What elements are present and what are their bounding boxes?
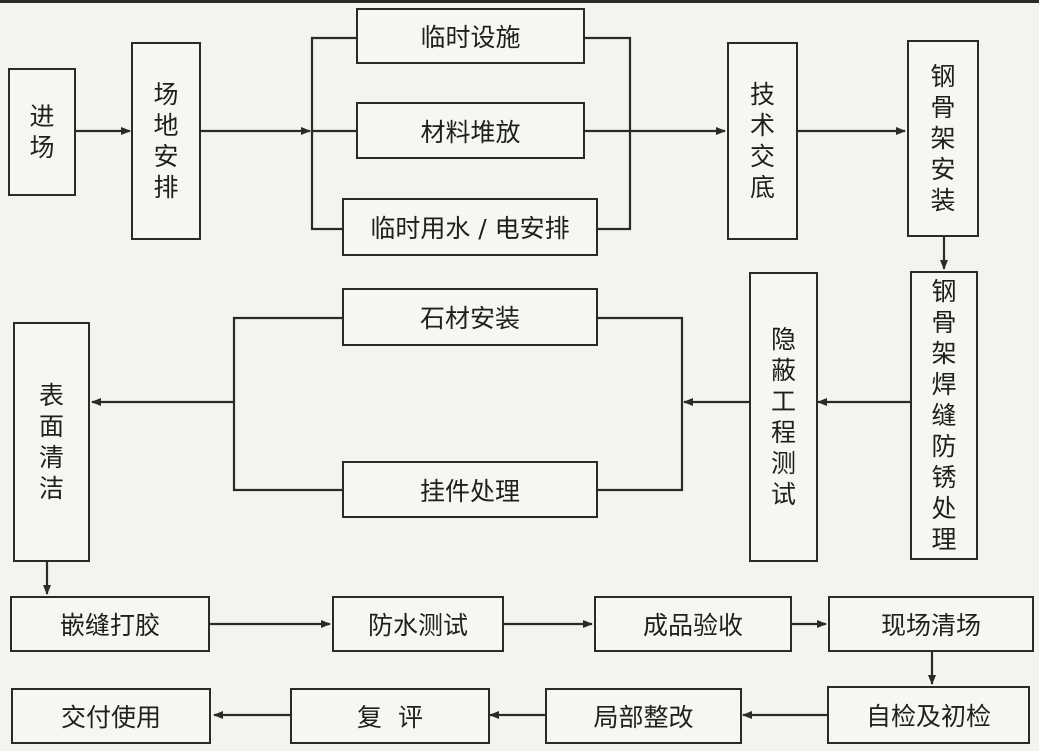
node-jubu: 局部整改: [545, 688, 742, 744]
node-fangxiu: 钢骨架焊缝防锈处理: [910, 271, 978, 560]
node-label: 现场清场: [880, 611, 981, 640]
node-label: 场地安排: [153, 80, 179, 202]
node-label: 进场: [29, 102, 55, 162]
node-jishu: 技术交底: [727, 42, 798, 240]
node-label: 成品验收: [642, 611, 743, 640]
node-shicai: 石材安装: [342, 288, 598, 346]
node-label: 临时用水 / 电安排: [370, 214, 570, 243]
node-jiaofu: 交付使用: [11, 688, 211, 744]
node-fangshui: 防水测试: [332, 596, 504, 652]
node-label: 钢骨架焊缝防锈处理: [931, 277, 957, 554]
node-label: 临时设施: [420, 23, 521, 52]
node-label: 钢骨架安装: [930, 62, 956, 215]
node-label: 嵌缝打胶: [59, 611, 160, 640]
node-label: 石材安装: [419, 304, 520, 333]
node-shuidian: 临时用水 / 电安排: [342, 198, 598, 256]
node-xianchang: 现场清场: [828, 596, 1034, 652]
node-label: 挂件处理: [419, 476, 520, 506]
node-label: 防水测试: [367, 611, 468, 640]
top-rule: [0, 0, 1039, 3]
node-chengpin: 成品验收: [594, 596, 792, 652]
node-cailiao: 材料堆放: [356, 102, 585, 159]
bracket-left: [310, 36, 356, 231]
node-label: 交付使用: [60, 703, 161, 732]
node-label: 材料堆放: [420, 117, 521, 147]
node-guajian: 挂件处理: [342, 461, 598, 518]
node-label: 表面清洁: [38, 381, 64, 503]
node-changdi: 场地安排: [131, 42, 201, 240]
node-label: 自检及初检: [865, 702, 991, 731]
bracket-right: [585, 36, 632, 231]
node-linshi-sheshi: 临时设施: [356, 8, 585, 64]
node-fuping: 复 评: [290, 688, 490, 744]
node-label: 技术交底: [749, 80, 775, 202]
node-jinchang: 进场: [8, 68, 76, 196]
bracket-left-2: [232, 316, 342, 492]
node-gangguja-anzhuang: 钢骨架安装: [907, 40, 979, 237]
node-qianfeng: 嵌缝打胶: [10, 596, 210, 652]
node-yinbi: 隐蔽工程测试: [749, 272, 818, 562]
node-biaomian: 表面清洁: [13, 322, 90, 562]
node-label: 复 评: [357, 703, 423, 732]
bracket-right-2: [598, 316, 684, 492]
node-label: 局部整改: [593, 703, 694, 732]
node-zijian: 自检及初检: [827, 686, 1030, 744]
node-label: 隐蔽工程测试: [770, 325, 796, 509]
